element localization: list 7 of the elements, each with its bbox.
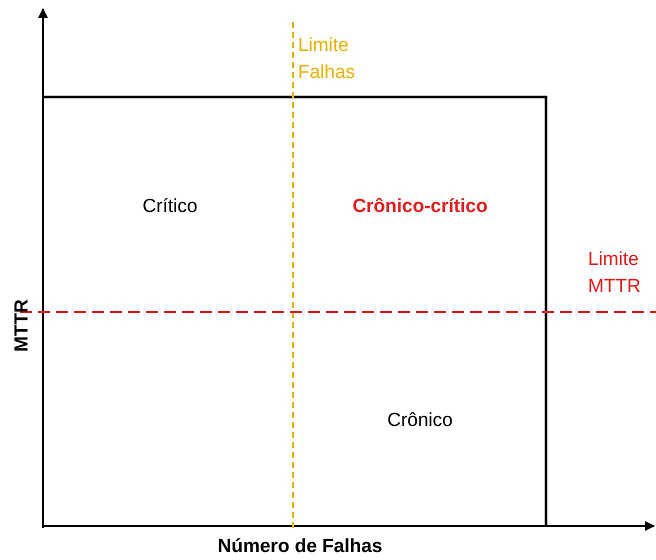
quadrant-label: Crônico-crítico: [351, 195, 489, 219]
axis-title: MTTR: [10, 298, 34, 354]
quadrant-label: Crítico: [142, 195, 198, 219]
threshold-label: Limite MTTR: [588, 248, 642, 299]
threshold-label: Limite Falhas: [298, 34, 356, 85]
quadrant-label: Crônico: [386, 409, 454, 433]
axis-title: Número de Falhas: [216, 535, 384, 559]
